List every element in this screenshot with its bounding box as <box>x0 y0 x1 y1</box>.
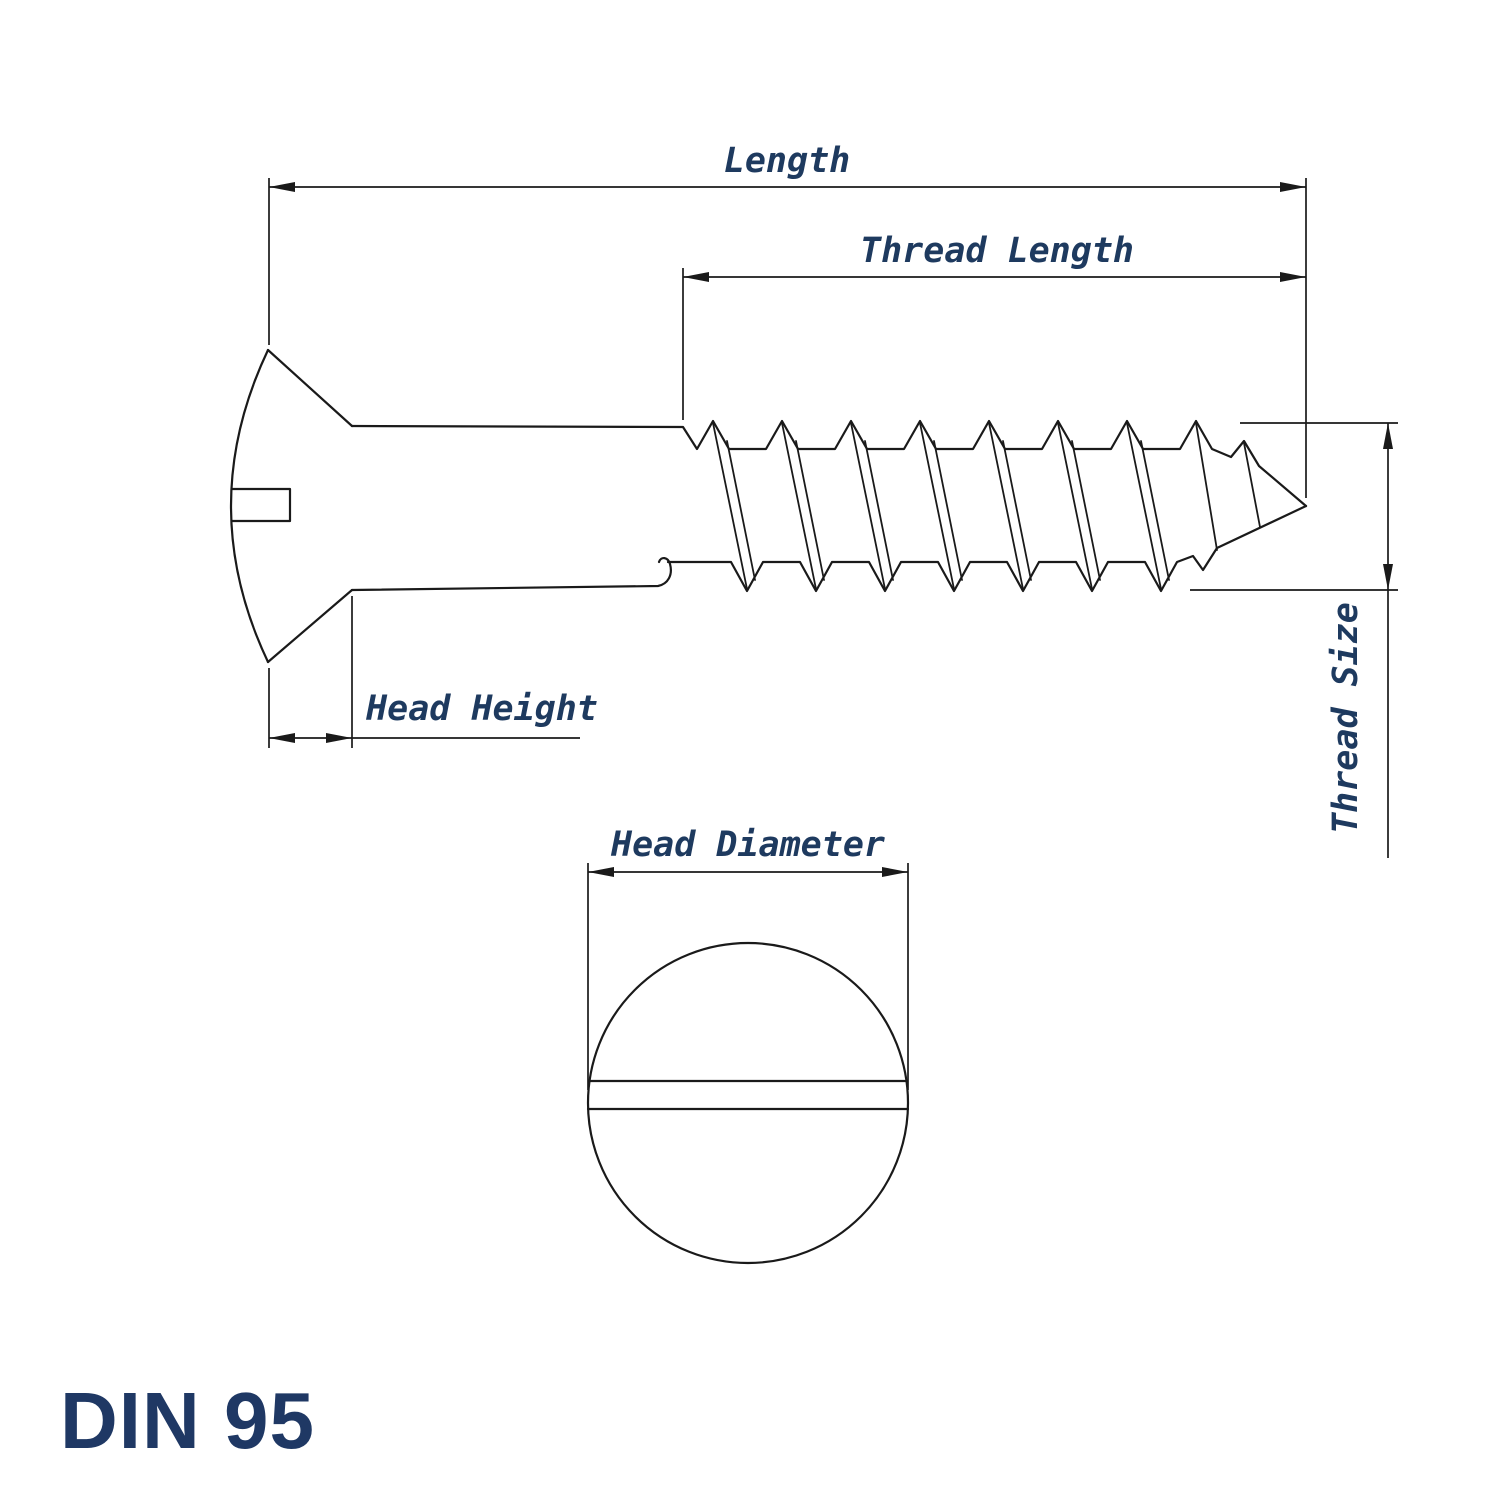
head-diameter-arrow-left <box>588 867 614 877</box>
screw-slot-side <box>230 487 292 523</box>
length-arrow-right <box>1280 182 1306 192</box>
screw-thread-helix-lines <box>712 422 1261 590</box>
head-diameter-label: Head Diameter <box>610 825 885 865</box>
screw-top-outline <box>350 419 1308 508</box>
screw-head-cone <box>266 348 354 664</box>
length-dimension: Length <box>268 141 1307 498</box>
screw-head-top-view <box>586 941 910 1265</box>
head-height-extension-lines <box>268 596 353 748</box>
thread-size-label: Thread Size <box>1326 602 1366 834</box>
thread-length-label: Thread Length <box>860 231 1134 271</box>
thread-size-arrow-top <box>1383 423 1393 449</box>
length-arrow-left <box>269 182 295 192</box>
screw-head-dome <box>230 348 270 664</box>
head-height-arrow-right <box>326 733 352 743</box>
screw-slot-top <box>586 1079 910 1111</box>
length-label: Length <box>724 141 850 181</box>
head-height-label: Head Height <box>365 689 598 729</box>
head-diameter-extension-lines <box>587 863 909 1090</box>
screw-bottom-shank <box>350 557 672 592</box>
head-height-arrow-left <box>269 733 295 743</box>
thread-length-arrow-left <box>683 272 709 282</box>
head-circle <box>586 941 910 1265</box>
screw-bottom-outline <box>666 504 1308 593</box>
head-diameter-dimension: Head Diameter <box>587 825 909 1090</box>
length-extension-lines <box>268 178 1307 498</box>
screw-side-view <box>230 348 1308 664</box>
thread-size-dimension: Thread Size <box>1190 422 1398 858</box>
head-diameter-arrow-right <box>882 867 908 877</box>
din-standard-title: DIN 95 <box>60 1376 315 1465</box>
thread-length-arrow-right <box>1280 272 1306 282</box>
thread-length-dimension: Thread Length <box>682 231 1306 420</box>
thread-size-arrow-bottom <box>1383 564 1393 590</box>
head-height-dimension: Head Height <box>268 596 598 748</box>
thread-size-extension-lines <box>1190 422 1398 591</box>
